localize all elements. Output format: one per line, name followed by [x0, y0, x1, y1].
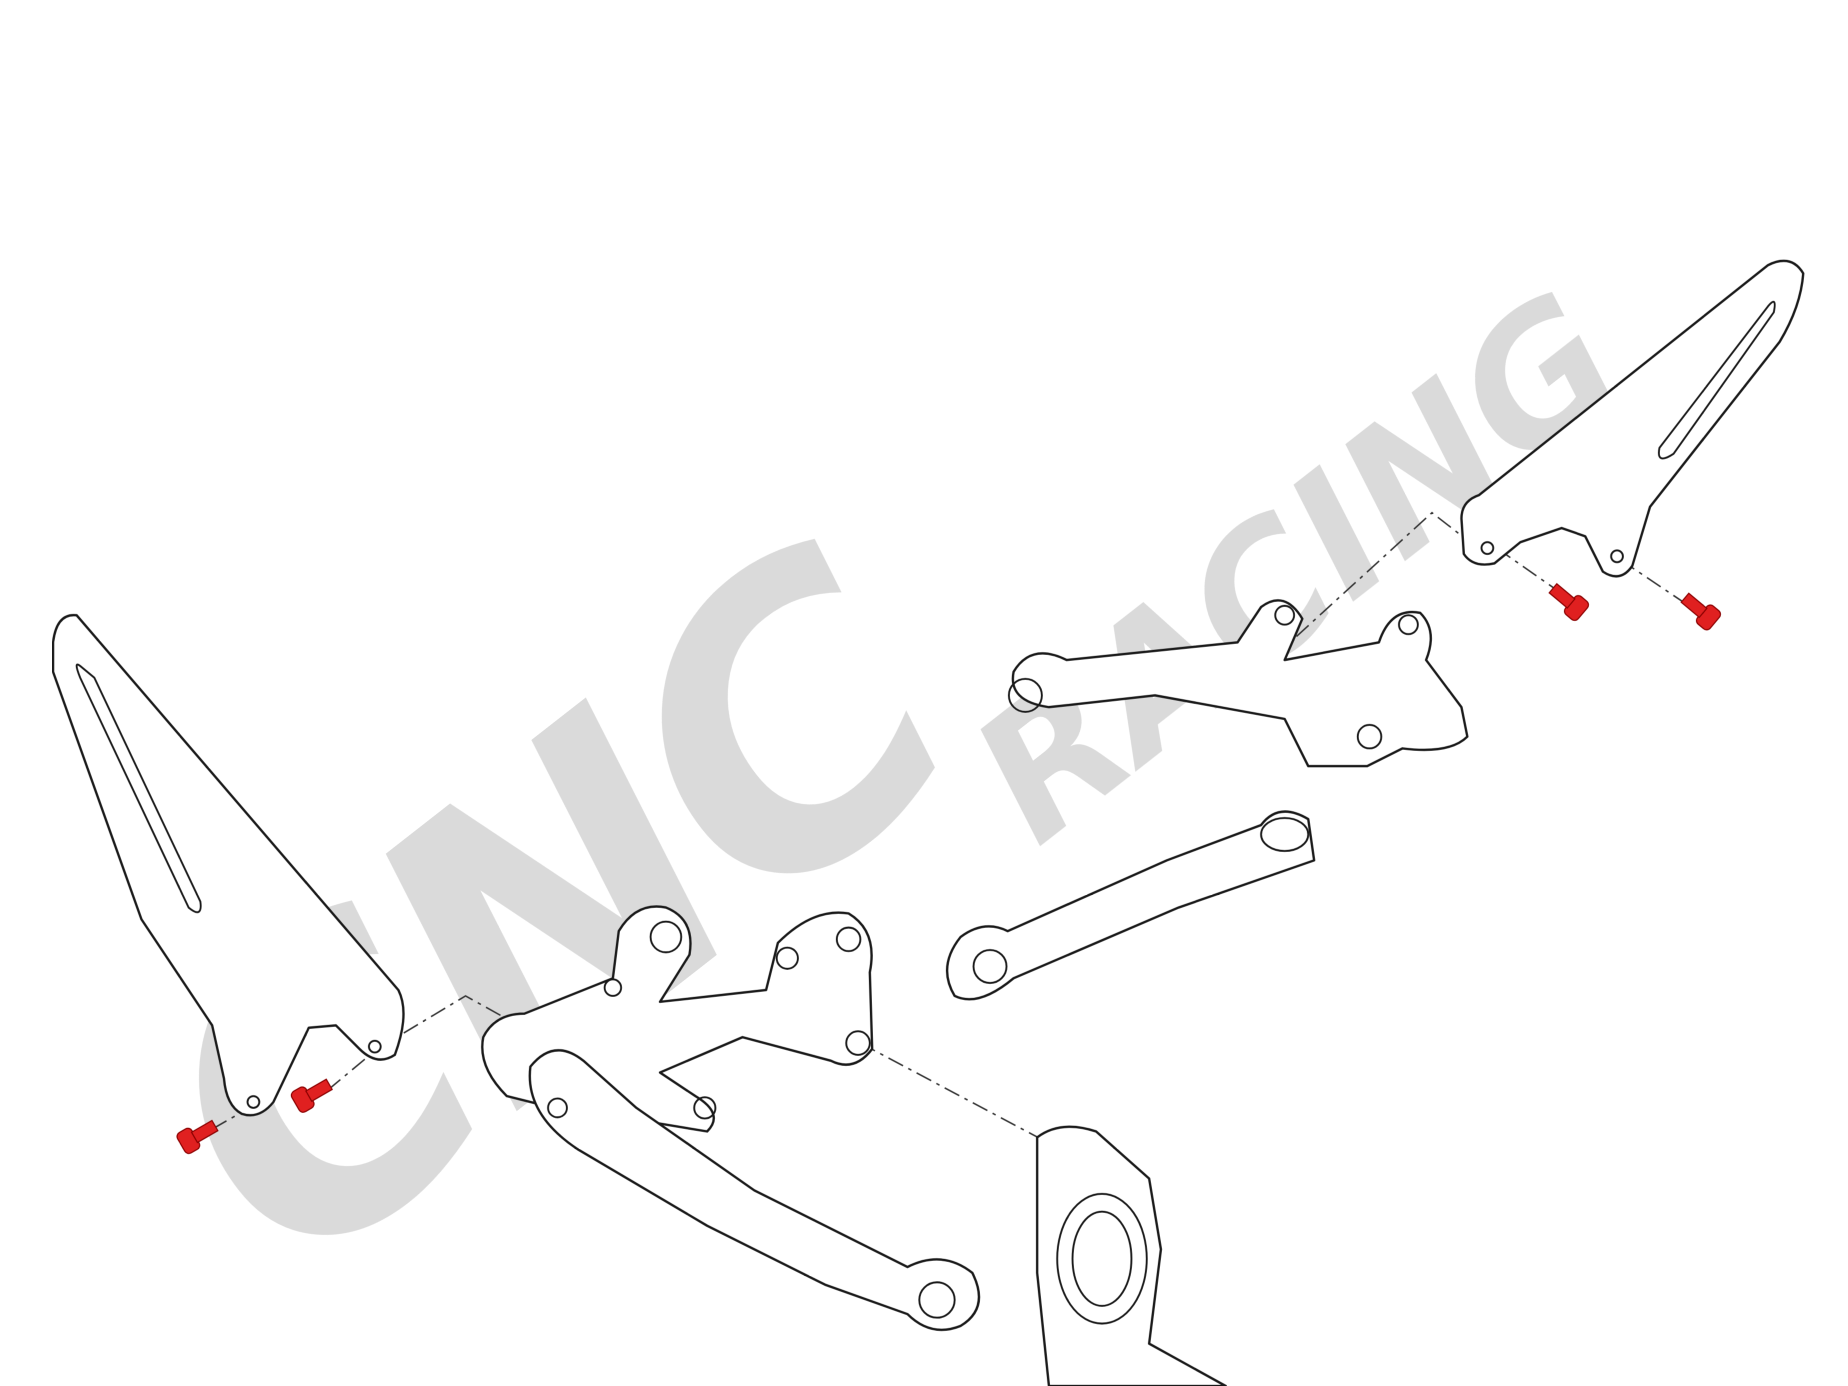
frame-section	[1035, 1125, 1227, 1386]
right-footpeg-bracket	[1007, 599, 1469, 768]
left-heel-guard	[51, 613, 405, 1117]
bolt-icon	[1680, 592, 1722, 631]
right-lever	[945, 810, 1316, 1001]
watermark-racing: RACING	[936, 254, 1659, 882]
watermark-logo: CNC RACING	[72, 254, 1658, 1357]
right-heel-guard	[1460, 259, 1805, 578]
bolt-icon	[1548, 582, 1590, 621]
bolt-icon	[290, 1078, 333, 1113]
bolts	[176, 582, 1722, 1155]
left-lever	[528, 1049, 981, 1331]
bolt-icon	[176, 1119, 219, 1155]
